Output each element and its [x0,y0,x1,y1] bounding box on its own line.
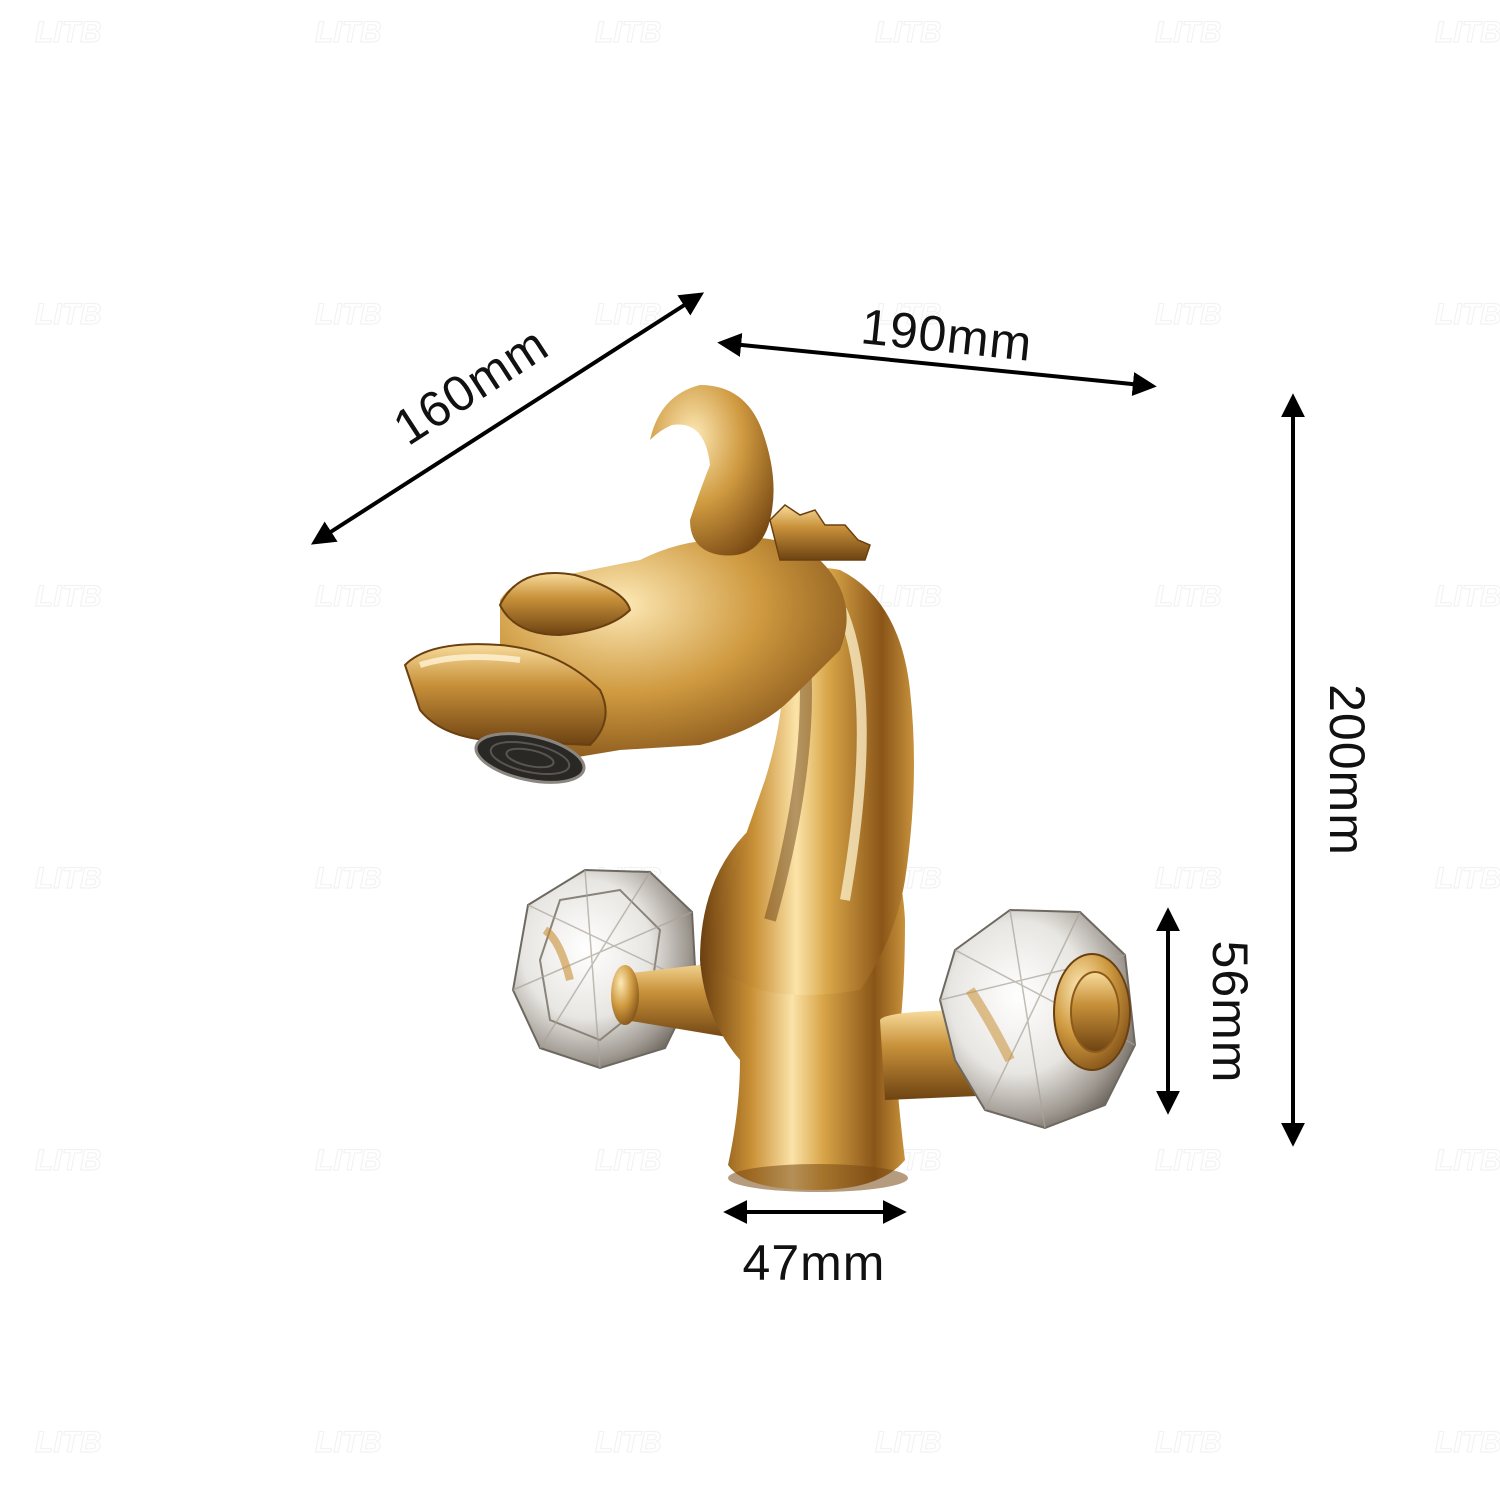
watermark-text: LITB [1435,1144,1500,1177]
watermark-text: LITB [315,1144,382,1177]
dragon-snout-lower [403,643,607,747]
watermark-text: LITB [315,16,382,49]
right-crystal-handle [938,908,1137,1130]
handle-height-label: 56mm [1202,941,1258,1084]
watermark-text: LITB [875,298,942,331]
watermark-text: LITB [315,1426,382,1459]
watermark-text: LITB [1435,1426,1500,1459]
watermark-text: LITB [875,580,942,613]
watermark-text: LITB [315,862,382,895]
height-label: 200mm [1319,684,1375,856]
dragon-horn [650,385,774,556]
watermark-text: LITB [875,1426,942,1459]
watermark-text: LITB [315,298,382,331]
depth-label: 160mm [383,315,558,455]
watermark-text: LITB [595,1144,662,1177]
watermark-text: LITB [35,1426,102,1459]
aerator [474,732,586,784]
watermark-text: LITB [35,580,102,613]
watermark-text: LITB [1435,862,1500,895]
watermark-text: LITB [35,298,102,331]
watermark-text: LITB [1435,580,1500,613]
watermark-text: LITB [1155,1426,1222,1459]
depth-arrow [310,292,705,545]
watermark-text: LITB [1155,580,1222,613]
watermark-text: LITB [1435,16,1500,49]
watermark-text: LITB [1155,16,1222,49]
watermark-text: LITB [1155,298,1222,331]
dragon-snout-upper [498,572,632,637]
watermark-text: LITB [595,1426,662,1459]
watermark-text: LITB [1155,862,1222,895]
watermark-text: LITB [875,16,942,49]
watermark-text: LITB [35,1144,102,1177]
watermark-text: LITB [35,862,102,895]
watermark-text: LITB [595,16,662,49]
watermark-text: LITB [1435,298,1500,331]
width-arrow [717,332,1157,397]
watermark-text: LITB [315,580,382,613]
watermark-text: LITB [1155,1144,1222,1177]
watermark-text: LITB [35,16,102,49]
base-width-label: 47mm [743,1235,886,1291]
dragon-crest [769,504,871,561]
faucet-illustration [403,385,1137,1192]
